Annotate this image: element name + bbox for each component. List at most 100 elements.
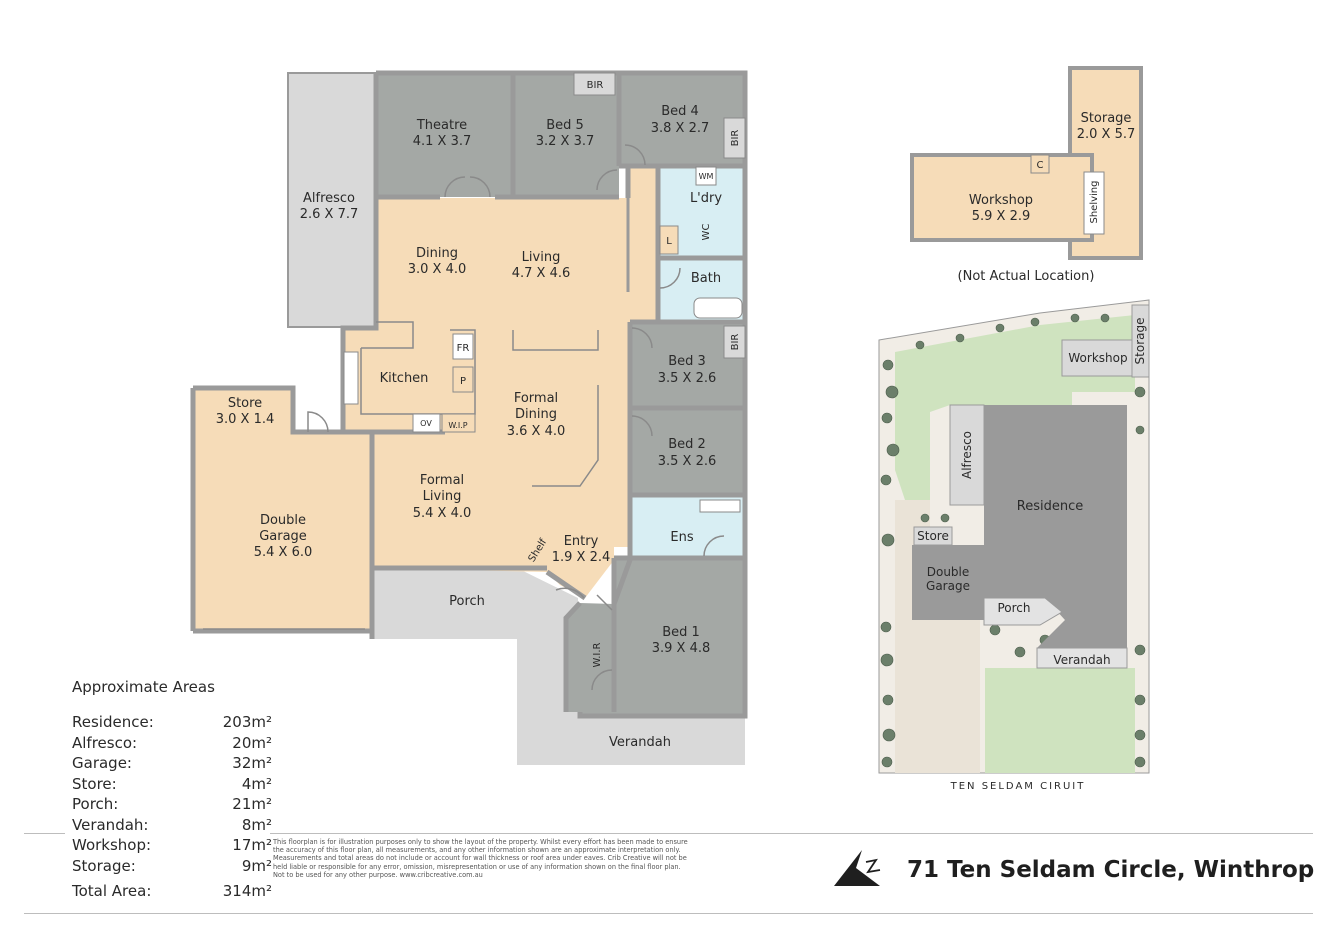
area-row: Storage: 9m² xyxy=(72,856,272,877)
areas-heading: Approximate Areas xyxy=(72,678,215,696)
entry-dim: 1.9 X 2.4 xyxy=(552,550,611,565)
bed2-door xyxy=(631,415,653,437)
garage-area xyxy=(193,432,372,631)
store-label: Store xyxy=(228,396,262,411)
kitchen-label: Kitchen xyxy=(380,371,429,386)
bed3-label: Bed 3 xyxy=(668,354,706,369)
bed2-dim: 3.5 X 2.6 xyxy=(658,454,717,469)
cooktop xyxy=(343,351,359,405)
bed3-bir-label: BIR xyxy=(730,334,741,351)
bed4-door xyxy=(624,144,646,166)
dining-label: Dining xyxy=(416,246,458,261)
bed1-door xyxy=(596,594,613,611)
shelving-box xyxy=(1083,171,1105,235)
workshop-label: Workshop xyxy=(969,193,1033,208)
porch-label: Porch xyxy=(449,594,485,609)
area-value: 4m² xyxy=(241,774,272,793)
area-label: Residence: xyxy=(72,713,154,731)
garage-label-2: Garage xyxy=(259,529,307,544)
bed1-label: Bed 1 xyxy=(662,625,700,640)
area-value: 8m² xyxy=(241,815,272,834)
bed3-bir-box xyxy=(723,325,746,359)
area-label: Store: xyxy=(72,774,117,793)
bed5-bir-box xyxy=(573,72,616,96)
living-zone xyxy=(343,166,658,598)
area-value: 9m² xyxy=(241,856,272,875)
ens-door xyxy=(703,535,725,557)
north-arrow-icon xyxy=(834,850,881,886)
divider-top xyxy=(270,833,1313,834)
area-label: Garage: xyxy=(72,754,132,772)
workshop-c-label: C xyxy=(1037,160,1044,171)
formal-living-dim: 5.4 X 4.0 xyxy=(413,506,472,521)
dining-dim: 3.0 X 4.0 xyxy=(408,262,467,277)
fridge-label: FR xyxy=(457,343,470,354)
driveway xyxy=(930,620,980,773)
entry-door xyxy=(555,587,585,599)
bed4-label: Bed 4 xyxy=(661,104,699,119)
linen-label: L xyxy=(666,236,672,247)
bed3-dim: 3.5 X 2.6 xyxy=(658,371,717,386)
site-workshop-label: Workshop xyxy=(1068,351,1127,365)
area-label: Workshop: xyxy=(72,836,152,854)
living-dim: 4.7 X 4.6 xyxy=(512,266,571,281)
area-value: 20m² xyxy=(232,733,272,752)
site-verandah-label: Verandah xyxy=(1053,653,1110,667)
divider-left xyxy=(24,833,65,834)
storage-label: Storage xyxy=(1081,111,1132,126)
bed2-label: Bed 2 xyxy=(668,437,706,452)
formal-dining-label-1: Formal xyxy=(514,391,558,406)
area-row: Workshop: 17m² xyxy=(72,835,272,856)
area-value: 32m² xyxy=(232,754,272,772)
bed1-dim: 3.9 X 4.8 xyxy=(652,641,711,656)
entry-label: Entry xyxy=(564,534,599,549)
fridge-box xyxy=(452,333,474,360)
divider-bottom xyxy=(24,913,1313,914)
bed4-dim: 3.8 X 2.7 xyxy=(651,121,710,136)
theatre-label: Theatre xyxy=(416,118,467,133)
ens-label: Ens xyxy=(670,530,693,545)
formal-living-label-1: Formal xyxy=(420,473,464,488)
disclaimer-text: This floorplan is for illustration purpo… xyxy=(273,838,688,879)
area-row: Porch: 21m² xyxy=(72,794,272,815)
area-value: 21m² xyxy=(232,795,272,813)
bed5-bir-label: BIR xyxy=(587,80,604,91)
bed2-area xyxy=(630,408,745,495)
theatre-dim: 4.1 X 3.7 xyxy=(413,134,472,149)
area-value: 17m² xyxy=(232,836,272,854)
alfresco-dim: 2.6 X 7.7 xyxy=(300,207,359,222)
area-row: Alfresco:20m² xyxy=(72,733,272,754)
area-label: Storage: xyxy=(72,856,136,875)
site-alfresco xyxy=(949,404,985,506)
site-store-label: Store xyxy=(917,529,949,543)
oven-label: OV xyxy=(420,419,432,428)
theatre-area xyxy=(376,73,513,197)
bathtub xyxy=(693,297,743,319)
formal-dining-dim: 3.6 X 4.0 xyxy=(507,424,566,439)
bed5-dim: 3.2 X 3.7 xyxy=(536,134,595,149)
total-area-label: Total Area: xyxy=(72,882,152,900)
bath-label: Bath xyxy=(691,271,721,286)
store-dim: 3.0 X 1.4 xyxy=(216,412,275,427)
store-door xyxy=(307,411,329,433)
alfresco-label: Alfresco xyxy=(303,191,355,206)
wir-label: W.I.R xyxy=(592,642,603,667)
site-double-label: Double xyxy=(927,565,970,579)
site-residence xyxy=(984,405,1127,655)
site-storage-label: Storage xyxy=(1133,318,1147,365)
site-garage-label: Garage xyxy=(926,579,970,593)
shelving-label: Shelving xyxy=(1089,181,1100,224)
wip-box xyxy=(441,413,476,433)
area-label: Porch: xyxy=(72,795,119,813)
street-name: TEN SELDAM CIRUIT xyxy=(950,781,1086,792)
site-plan: Workshop Storage Alfresco Residence Stor… xyxy=(878,299,1150,792)
approximate-areas-table: Approximate Areas Residence:203m² Alfres… xyxy=(72,678,272,902)
area-row: Garage: 32m² xyxy=(72,753,272,774)
site-residence-label: Residence xyxy=(1017,499,1083,514)
pantry-box xyxy=(452,366,474,393)
theatre-doors xyxy=(444,176,491,198)
outbuildings: Storage 2.0 X 5.7 Workshop 5.9 X 2.9 C S… xyxy=(910,66,1143,284)
porch-area xyxy=(372,568,745,765)
living-label: Living xyxy=(522,250,561,265)
